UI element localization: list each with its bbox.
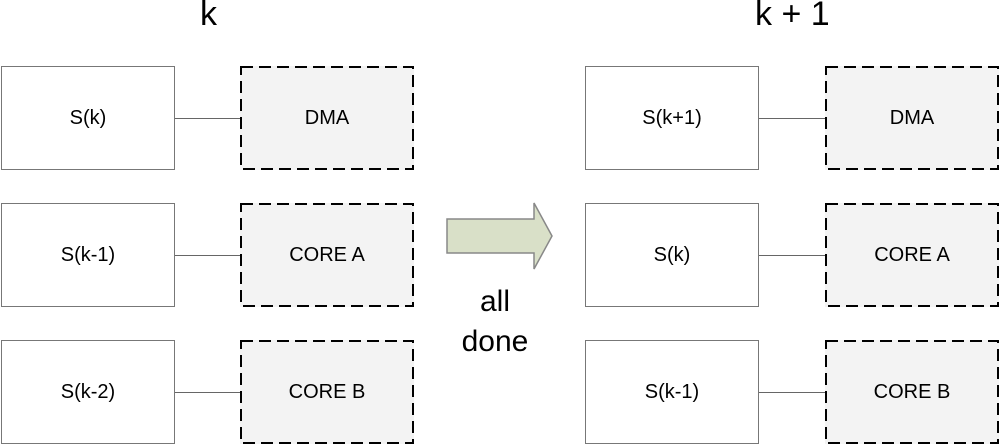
right-state-box-1: S(k) [585, 203, 759, 307]
right-unit-label-1: CORE A [874, 243, 950, 266]
right-state-box-0: S(k+1) [585, 66, 759, 170]
right-state-label-0: S(k+1) [642, 106, 702, 129]
right-unit-label-0: DMA [889, 106, 935, 129]
left-connector-2 [175, 392, 241, 393]
right-unit-box-1: CORE A [825, 203, 999, 307]
right-connector-1 [759, 255, 826, 256]
left-state-box-2: S(k-2) [1, 340, 175, 444]
left-connector-1 [175, 255, 241, 256]
dashed-border [240, 66, 414, 170]
left-state-box-1: S(k-1) [1, 203, 175, 307]
left-unit-box-0: DMA [240, 66, 414, 170]
left-unit-label-1: CORE A [289, 243, 365, 266]
left-unit-label-0: DMA [304, 106, 350, 129]
dashed-border [825, 203, 999, 307]
right-connector-0 [759, 118, 826, 119]
right-state-label-2: S(k-1) [644, 380, 700, 403]
left-unit-label-2: CORE B [288, 380, 366, 403]
left-unit-box-2: CORE B [240, 340, 414, 444]
transition-caption: all done [440, 282, 550, 362]
caption-line-1: all [479, 285, 510, 318]
dashed-border [240, 340, 414, 444]
right-connector-2 [759, 392, 826, 393]
right-state-box-2: S(k-1) [585, 340, 759, 444]
right-unit-box-0: DMA [825, 66, 999, 170]
left-connector-0 [175, 118, 241, 119]
left-state-label-1: S(k-1) [60, 243, 116, 266]
dashed-border [825, 66, 999, 170]
left-state-label-0: S(k) [69, 106, 107, 129]
left-title: k [200, 0, 217, 33]
right-title: k + 1 [755, 0, 830, 33]
right-arrow-icon [446, 202, 553, 270]
left-unit-box-1: CORE A [240, 203, 414, 307]
right-state-label-1: S(k) [653, 243, 691, 266]
caption-line-2: done [461, 325, 529, 358]
right-unit-box-2: CORE B [825, 340, 999, 444]
right-unit-label-2: CORE B [873, 380, 951, 403]
left-state-box-0: S(k) [1, 66, 175, 170]
left-state-label-2: S(k-2) [60, 380, 116, 403]
dashed-border [825, 340, 999, 444]
dashed-border [240, 203, 414, 307]
